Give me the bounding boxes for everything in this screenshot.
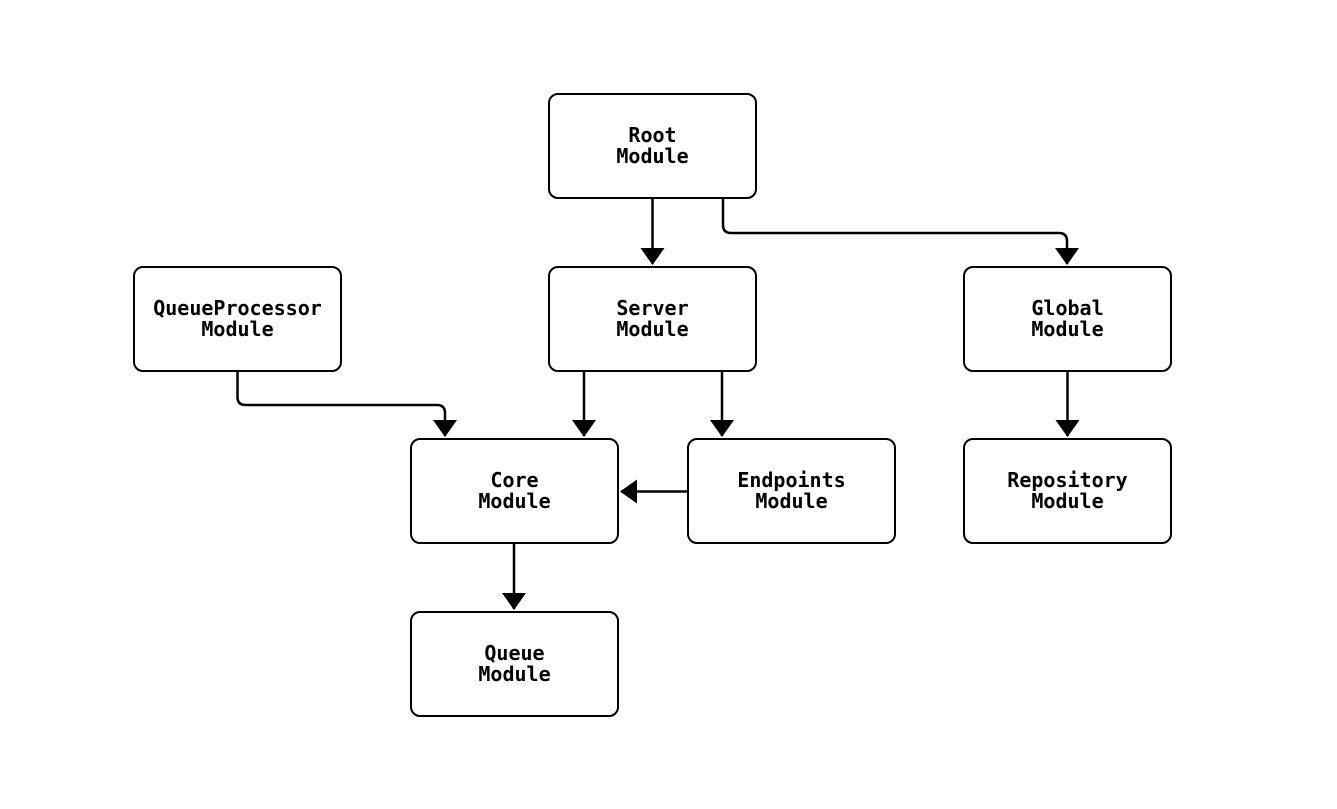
node-core-module-label: Core Module: [478, 467, 551, 513]
node-endpoints-module-label: Endpoints Module: [737, 467, 846, 513]
node-global-module-label: Global Module: [1031, 295, 1104, 341]
node-endpoints-module: Endpoints Module: [687, 438, 896, 544]
node-queue-module: Queue Module: [410, 611, 619, 717]
node-repository-module: Repository Module: [963, 438, 1172, 544]
node-global-module: Global Module: [963, 266, 1172, 372]
node-repository-module-label: Repository Module: [1007, 467, 1128, 513]
node-queue-module-label: Queue Module: [478, 640, 551, 686]
node-server-module: Server Module: [548, 266, 757, 372]
node-root-module: Root Module: [548, 93, 757, 199]
node-server-module-label: Server Module: [616, 295, 689, 341]
edge-queueprocessor-to-core-arrow: [236, 372, 457, 437]
node-root-module-label: Root Module: [616, 122, 689, 168]
node-queueprocessor-module-label: QueueProcessor Module: [153, 295, 322, 341]
edge-root-to-global-arrow: [721, 198, 1079, 265]
node-queueprocessor-module: QueueProcessor Module: [133, 266, 342, 372]
node-core-module: Core Module: [410, 438, 619, 544]
